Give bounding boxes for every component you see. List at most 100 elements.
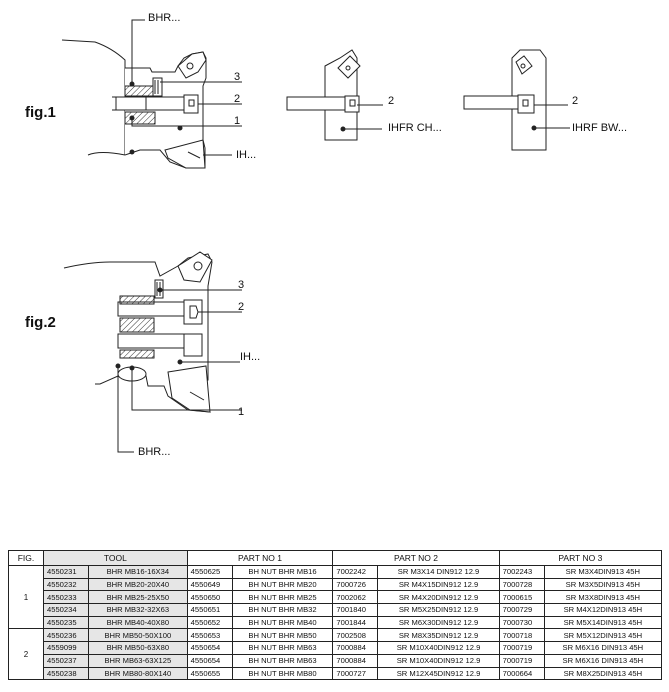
table-cell: 4550654 — [186, 653, 233, 668]
fig1-main-drawing — [61, 19, 242, 169]
table-cell: BH NUT BHR MB50 — [231, 628, 334, 643]
table-cell: 7000728 — [498, 577, 545, 592]
fig2-body-label: BHR... — [138, 446, 170, 458]
table-cell: BHR MB50-63X80 — [88, 641, 188, 655]
fig1-part2-label: 2 — [234, 93, 240, 105]
table-cell: SR M5X25DIN912 12.9 — [377, 603, 500, 617]
table-cell: 4550237 — [43, 653, 89, 668]
table-cell: SR M5X14DIN913 45H — [543, 615, 663, 630]
fig2-insert-label: IH... — [240, 351, 260, 363]
table-cell: 7000884 — [332, 641, 379, 655]
table-cell: 7002242 — [332, 565, 379, 579]
table-cell: 4550653 — [186, 628, 233, 643]
table-cell: SR M3X14 DIN912 12.9 — [377, 565, 500, 579]
fig-cell: 2 — [8, 628, 44, 681]
table-cell: SR M3X8DIN913 45H — [543, 590, 663, 605]
table-cell: BH NUT BHR MB40 — [231, 615, 334, 630]
table-header-row: FIG. TOOL PART NO 1 PART NO 2 PART NO 3 — [8, 550, 663, 566]
table-cell: 4550231 — [43, 565, 89, 579]
table-cell: 4559099 — [43, 641, 89, 655]
table-cell: 7000729 — [498, 603, 545, 617]
fig1-title: fig.1 — [25, 104, 56, 121]
table-cell: BH NUT BHR MB63 — [231, 641, 334, 655]
header-tool: TOOL — [43, 550, 188, 566]
table-cell: BHR MB80-80X140 — [88, 666, 188, 681]
table-cell: 7002243 — [498, 565, 545, 579]
parts-table: FIG. TOOL PART NO 1 PART NO 2 PART NO 3 … — [8, 550, 663, 681]
table-cell: 7000719 — [498, 641, 545, 655]
table-cell: SR M3X5DIN913 45H — [543, 577, 663, 592]
table-cell: 4550651 — [186, 603, 233, 617]
table-cell: SR M4X20DIN912 12.9 — [377, 590, 500, 605]
table-cell: 4550233 — [43, 590, 89, 605]
header-fig: FIG. — [8, 550, 44, 566]
table-cell: 4550232 — [43, 577, 89, 592]
fig1-ihfr-part2-label: 2 — [388, 95, 394, 107]
table-cell: 4550234 — [43, 603, 89, 617]
table-cell: 4550236 — [43, 628, 89, 643]
table-cell: 7000730 — [498, 615, 545, 630]
table-cell: SR M12X45DIN912 12.9 — [377, 666, 500, 681]
fig2-part3-label: 3 — [238, 279, 244, 291]
table-cell: SR M8X35DIN912 12.9 — [377, 628, 500, 643]
fig1-body-label: BHR... — [148, 12, 180, 24]
table-cell: 7000719 — [498, 653, 545, 668]
table-cell: BHR MB50-50X100 — [88, 628, 188, 643]
table-cell: 4550655 — [186, 666, 233, 681]
header-part3: PART NO 3 — [498, 550, 663, 566]
fig1-ihrf-drawing — [463, 49, 570, 151]
table-cell: SR M10X40DIN912 12.9 — [377, 653, 500, 668]
fig2-title: fig.2 — [25, 314, 56, 331]
fig2-main-drawing — [63, 251, 242, 453]
table-cell: 7002508 — [332, 628, 379, 643]
table-cell: SR M4X12DIN913 45H — [543, 603, 663, 617]
table-cell: 4550235 — [43, 615, 89, 630]
fig1-part1-label: 1 — [234, 115, 240, 127]
table-cell: BH NUT BHR MB32 — [231, 603, 334, 617]
table-cell: BH NUT BHR MB16 — [231, 565, 334, 579]
table-cell: 4550654 — [186, 641, 233, 655]
fig1-ihrf-part2-label: 2 — [572, 95, 578, 107]
technical-drawing: fig.1 BHR.. — [25, 12, 627, 458]
table-cell: SR M8X25DIN913 45H — [543, 666, 663, 681]
table-cell: SR M6X30DIN912 12.9 — [377, 615, 500, 630]
table-cell: SR M3X4DIN913 45H — [543, 565, 663, 579]
table-cell: BHR MB25-25X50 — [88, 590, 188, 605]
table-cell: SR M4X15DIN912 12.9 — [377, 577, 500, 592]
table-cell: BHR MB20-20X40 — [88, 577, 188, 592]
table-cell: BH NUT BHR MB80 — [231, 666, 334, 681]
table-cell: 7000726 — [332, 577, 379, 592]
table-cell: SR M6X16 DIN913 45H — [543, 641, 663, 655]
table-cell: 7001844 — [332, 615, 379, 630]
table-cell: BHR MB40-40X80 — [88, 615, 188, 630]
table-cell: BHR MB32-32X63 — [88, 603, 188, 617]
table-cell: BH NUT BHR MB25 — [231, 590, 334, 605]
table-cell: 7001840 — [332, 603, 379, 617]
table-cell: BH NUT BHR MB20 — [231, 577, 334, 592]
table-cell: 7000718 — [498, 628, 545, 643]
fig1-part3-label: 3 — [234, 71, 240, 83]
table-cell: BH NUT BHR MB63 — [231, 653, 334, 668]
fig1-ihfr-drawing — [286, 49, 383, 141]
fig-cell: 1 — [8, 564, 44, 630]
table-cell: 4550238 — [43, 666, 89, 681]
table-cell: SR M5X12DIN913 45H — [543, 628, 663, 643]
table-cell: 4550650 — [186, 590, 233, 605]
table-cell: 7000884 — [332, 653, 379, 668]
table-cell: 4550649 — [186, 577, 233, 592]
header-part2: PART NO 2 — [332, 550, 500, 566]
fig1-insert-label: IH... — [236, 149, 256, 161]
fig1-ihrf-label: IHRF BW... — [572, 122, 627, 134]
header-part1: PART NO 1 — [186, 550, 334, 566]
table-cell: 7000615 — [498, 590, 545, 605]
table-cell: 4550652 — [186, 615, 233, 630]
